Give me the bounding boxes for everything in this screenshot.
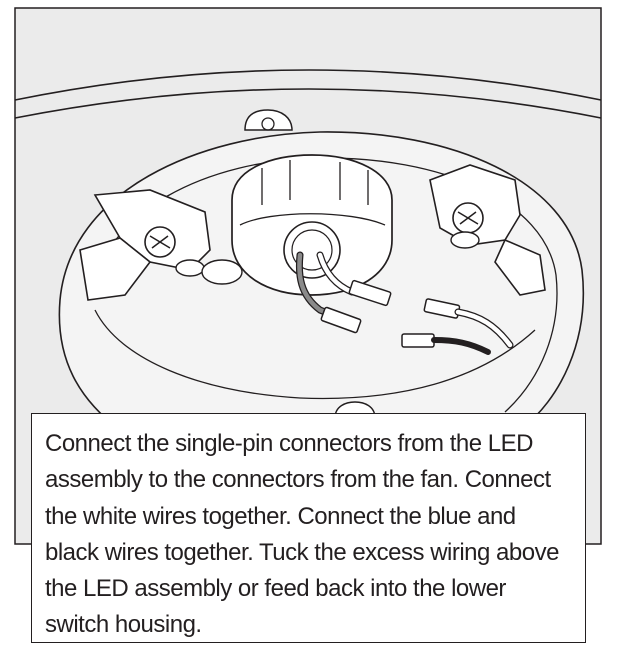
white-wire-led-fill: [317, 252, 355, 295]
right-lock-nut: [450, 231, 480, 249]
keyhole: [261, 117, 275, 131]
blue-wire-fill: [297, 252, 343, 321]
keyhole-tab: [244, 109, 293, 131]
mounting-plate-lower-rim: [94, 309, 536, 400]
left-washer: [201, 259, 243, 285]
wire-connector-icon: [320, 306, 362, 334]
instruction-text: Connect the single-pin connectors from t…: [45, 430, 559, 639]
screw-icon: [452, 202, 484, 234]
canopy-inner-ring: [14, 88, 602, 119]
right-bracket-arm: [494, 238, 546, 296]
center-housing-ledge: [239, 213, 386, 226]
left-lock-nut: [175, 259, 205, 277]
black-wire: [431, 337, 491, 355]
canopy-outer-ring: [14, 69, 602, 101]
white-wire-fan-fill: [455, 309, 513, 348]
center-wire-hole-inner: [291, 229, 333, 271]
wire-connector-icon: [348, 279, 392, 307]
left-bracket-arm: [79, 237, 152, 301]
wire-connector-icon: [401, 333, 435, 348]
screw-icon: [144, 226, 176, 258]
instruction-caption-box: Connect the single-pin connectors from t…: [31, 413, 586, 643]
center-housing-slot: [261, 160, 369, 205]
